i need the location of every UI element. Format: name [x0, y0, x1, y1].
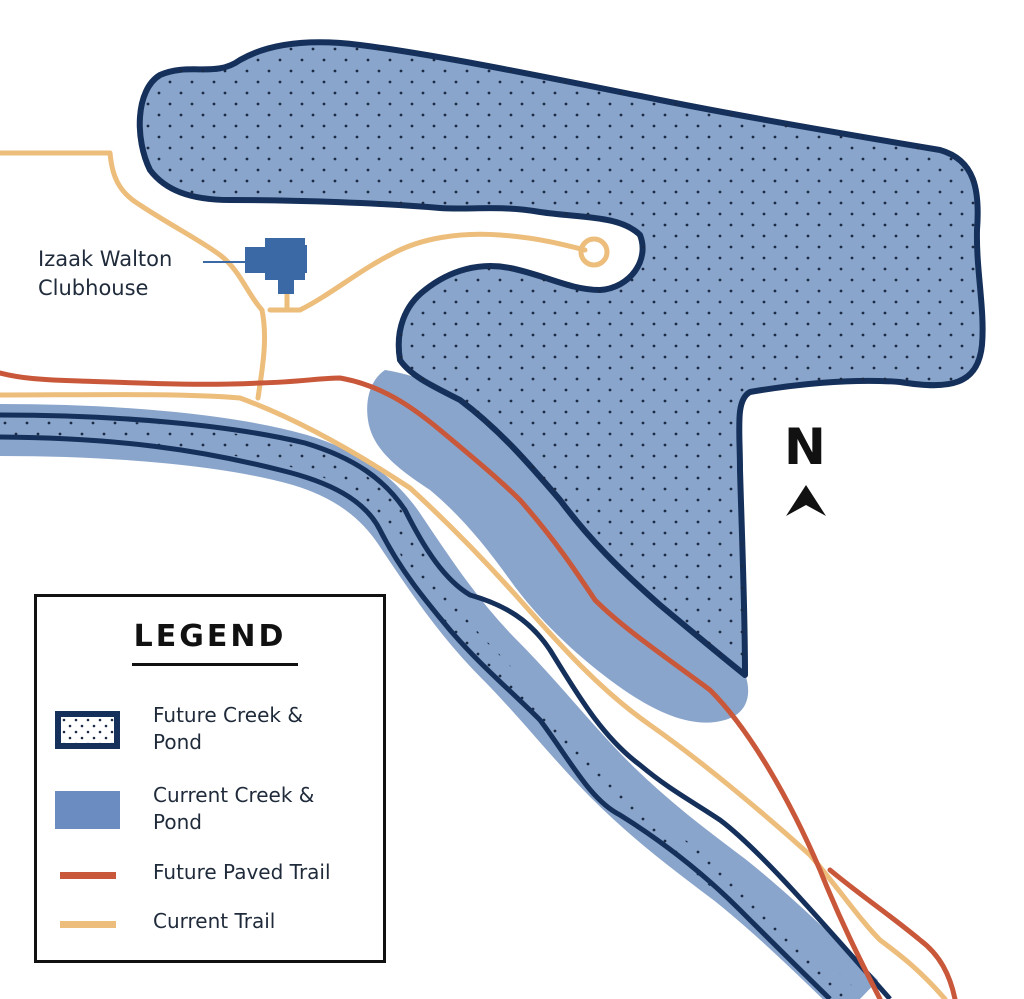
- future-paved-trail: [0, 370, 883, 999]
- current-trail-west: [0, 150, 268, 401]
- legend-title-underline: [132, 663, 298, 666]
- legend-item-current-trail: Current Trail: [55, 908, 375, 942]
- current-trail-loop: [578, 236, 610, 268]
- clubhouse-label-line1: Izaak Walton: [38, 247, 173, 271]
- current-creek-swatch-icon: [55, 791, 120, 829]
- future-trail-swatch-icon: [60, 872, 116, 879]
- future-creek-dots: [0, 417, 858, 999]
- current-trail-layer: [0, 150, 948, 999]
- clubhouse-label-line2: Clubhouse: [38, 276, 149, 300]
- future-pond-dots: [139, 42, 983, 675]
- legend-future-trail-label: Future Paved Trail: [153, 860, 331, 884]
- current-trail-swatch-icon: [60, 921, 116, 928]
- legend-current-trail-label: Current Trail: [153, 909, 276, 933]
- future-creek-swatch-icon: [55, 711, 120, 749]
- legend-item-current-creek: Current Creek & Pond: [55, 779, 375, 839]
- current-trail-spur: [267, 231, 588, 313]
- current-trail-main: [0, 392, 948, 999]
- legend-title: LEGEND: [133, 619, 287, 654]
- legend-current-creek-line1: Current Creek &: [153, 783, 315, 807]
- legend-future-creek-line2: Pond: [153, 730, 202, 754]
- legend-current-creek-line2: Pond: [153, 810, 202, 834]
- future-paved-trail-branch: [827, 867, 958, 999]
- legend-item-future-creek: Future Creek & Pond: [55, 699, 375, 759]
- future-trail-layer: [0, 370, 958, 999]
- future-creek-bank-north: [0, 412, 892, 999]
- future-creek-layer: [0, 412, 892, 999]
- legend-item-future-trail: Future Paved Trail: [55, 859, 375, 893]
- legend: LEGEND Future Creek & Pond Current Creek…: [34, 594, 386, 963]
- legend-future-creek-line1: Future Creek &: [153, 703, 303, 727]
- clubhouse-label[interactable]: Izaak Walton Clubhouse: [38, 245, 172, 303]
- future-creek-bank-south: [0, 434, 832, 999]
- building-icon[interactable]: [245, 238, 307, 294]
- north-arrow-icon: [786, 485, 826, 516]
- north-label: N: [784, 418, 826, 476]
